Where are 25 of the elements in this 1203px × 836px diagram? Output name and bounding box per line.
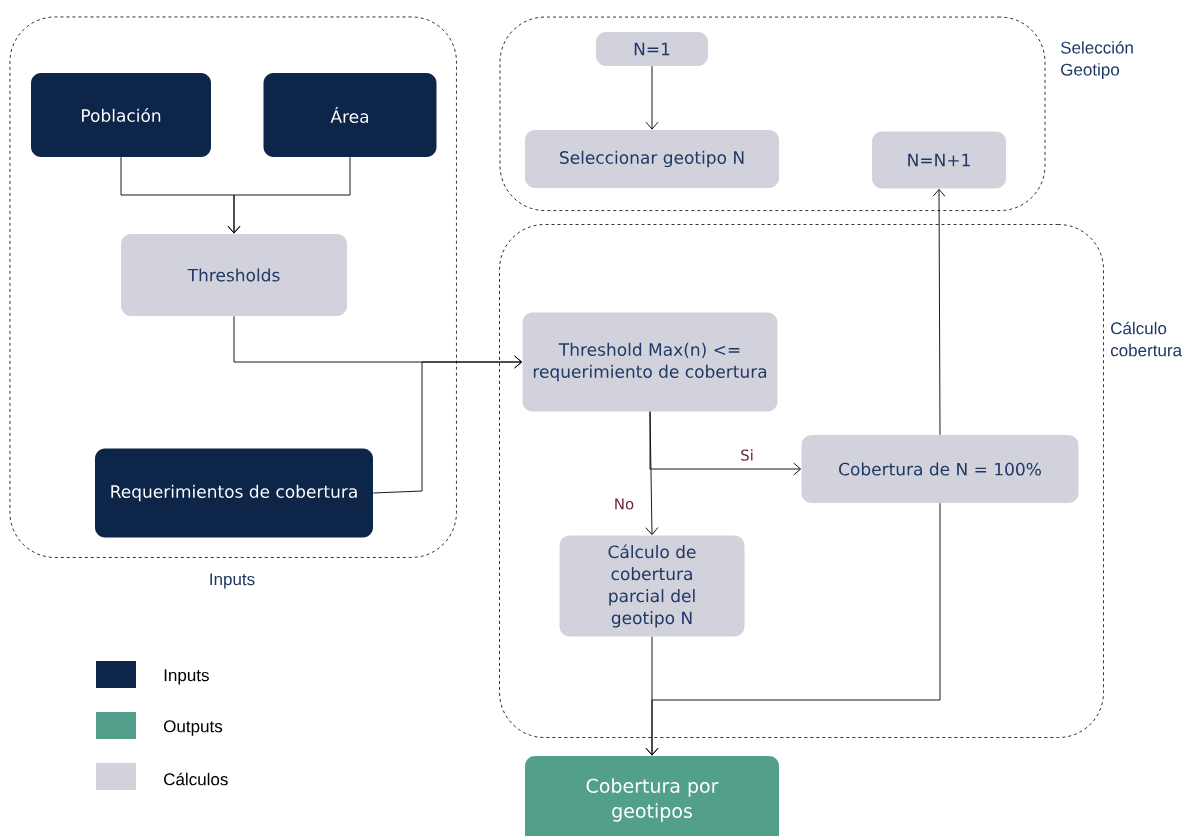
legend-label: Cálculos [164, 772, 228, 786]
arrow [932, 188, 946, 436]
process-box: N=N+1 [872, 131, 1006, 189]
group-label: Cálculo cobertura [1110, 321, 1182, 357]
process-box: Requerimientos de cobertura [95, 448, 373, 538]
process-box: Cálculo de cobertura parcial del geotipo N [559, 535, 745, 637]
process-box: Seleccionar geotipo N [525, 130, 779, 188]
group-label: Inputs [210, 573, 255, 589]
arrow [645, 502, 941, 756]
arrow [227, 156, 351, 234]
arrow [645, 65, 659, 130]
process-box: N=1 [596, 32, 708, 66]
edge-label: No [612, 497, 636, 511]
process-box: Población [31, 73, 211, 157]
process-box: Cobertura por geotipos [525, 756, 779, 836]
arrow [645, 411, 659, 536]
process-box: Cobertura de N = 100% [801, 435, 1079, 503]
arrow [372, 355, 523, 494]
legend-label: Outputs [164, 720, 223, 736]
edge-label: Si [739, 448, 755, 462]
process-box: Threshold Max(n) <= requerimiento de cobertura [522, 312, 778, 412]
group-label: Selección Geotipo [1061, 41, 1133, 80]
process-box: Área [263, 73, 437, 157]
process-box: Thresholds [121, 234, 347, 316]
legend-label: Inputs [164, 669, 209, 685]
